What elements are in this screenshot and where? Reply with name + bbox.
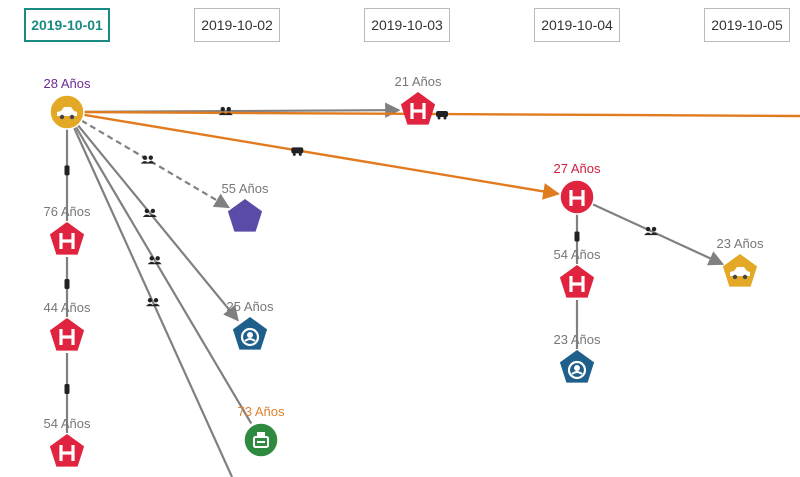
node-shape[interactable] <box>400 92 436 125</box>
person-icon <box>64 384 70 394</box>
node-n76[interactable]: 76 Años <box>44 204 91 255</box>
date-tab-4[interactable]: 2019-10-04 <box>534 8 620 42</box>
node-label: 76 Años <box>44 204 91 219</box>
node-label: 55 Años <box>222 181 269 196</box>
person-icon <box>64 165 70 176</box>
transport-icon <box>291 147 304 156</box>
hospital-icon <box>59 329 75 345</box>
edge-n27-n23a[interactable] <box>591 203 725 266</box>
node-shape[interactable] <box>49 222 85 255</box>
edge-icons-layer <box>64 106 659 394</box>
nodes-layer: 28 Años 21 Años 27 Años 23 Años 54 Años 23 Añ… <box>44 74 764 467</box>
baby-icon <box>240 327 260 347</box>
node-label: 54 Años <box>44 416 91 431</box>
node-label: 23 Años <box>717 236 764 251</box>
edge-n28-n55[interactable] <box>81 119 230 209</box>
group-icon <box>142 208 157 217</box>
node-label: 54 Años <box>554 247 601 262</box>
node-n23b[interactable]: 23 Años <box>554 332 601 383</box>
person-icon <box>64 279 70 289</box>
node-label: 21 Años <box>395 74 442 89</box>
node-n25[interactable]: 25 Años <box>227 299 274 350</box>
node-label: 73 Años <box>238 404 285 419</box>
group-icon <box>147 256 162 265</box>
hospital-icon <box>59 233 75 249</box>
node-label: 23 Años <box>554 332 601 347</box>
node-n23a[interactable]: 23 Años <box>717 236 764 287</box>
group-icon <box>218 106 233 116</box>
hospital-icon <box>410 103 426 119</box>
edges-layer <box>65 102 800 477</box>
node-n27[interactable]: 27 Años <box>554 161 601 215</box>
node-shape[interactable] <box>559 265 595 298</box>
baby-icon <box>567 360 587 380</box>
node-label: 27 Años <box>554 161 601 176</box>
car-icon <box>730 267 750 280</box>
node-n54a[interactable]: 54 Años <box>44 416 91 467</box>
node-shape[interactable] <box>49 434 85 467</box>
car-icon <box>57 107 77 120</box>
group-icon <box>644 226 659 236</box>
node-shape[interactable] <box>243 422 279 458</box>
edge-n28-n27[interactable] <box>83 113 560 200</box>
node-shape[interactable] <box>49 318 85 351</box>
edge-n28-n25[interactable] <box>76 124 239 322</box>
date-tab-5[interactable]: 2019-10-05 <box>704 8 790 42</box>
node-label: 25 Años <box>227 299 274 314</box>
node-n55[interactable]: 55 Años <box>222 181 269 232</box>
edge-n28-offscreen-bottom[interactable] <box>72 127 234 477</box>
node-label: 44 Años <box>44 300 91 315</box>
node-label: 28 Años <box>44 76 91 91</box>
group-icon <box>146 298 161 307</box>
cashier-icon <box>253 432 269 448</box>
hospital-icon <box>569 276 585 292</box>
node-n21[interactable]: 21 Años <box>395 74 442 125</box>
hospital-icon <box>569 190 585 206</box>
date-tab-3[interactable]: 2019-10-03 <box>364 8 450 42</box>
date-tab-2[interactable]: 2019-10-02 <box>194 8 280 42</box>
person-icon <box>574 231 580 242</box>
node-n44[interactable]: 44 Años <box>44 300 91 351</box>
date-tab-1[interactable]: 2019-10-01 <box>24 8 110 42</box>
group-icon <box>140 155 155 164</box>
hospital-icon <box>59 445 75 461</box>
node-n54b[interactable]: 54 Años <box>554 247 601 298</box>
node-n73[interactable]: 73 Años <box>238 404 285 458</box>
node-shape[interactable] <box>227 199 263 232</box>
edge-n28-n73[interactable] <box>74 126 253 425</box>
transport-icon <box>435 111 448 120</box>
node-n28[interactable]: 28 Años <box>44 76 91 130</box>
